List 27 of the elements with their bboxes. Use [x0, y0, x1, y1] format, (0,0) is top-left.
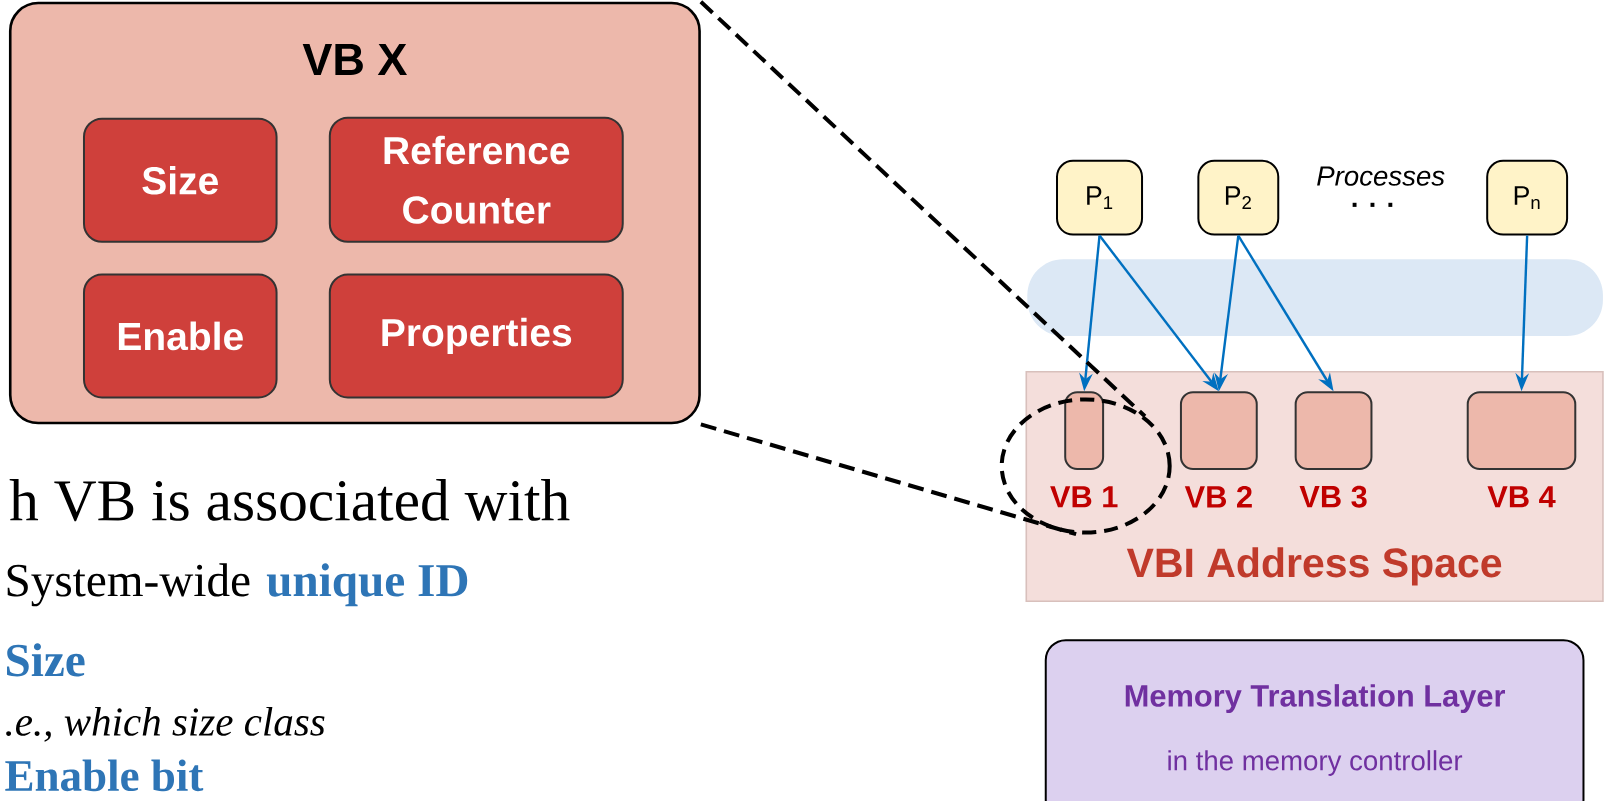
- field-box: Reference Counter: [328, 116, 624, 243]
- bullet-text: unique ID: [266, 563, 468, 607]
- block-label: VB 3: [1299, 485, 1367, 508]
- zoom-line: [699, 0, 1147, 418]
- process-box: P$_{1}$: [1056, 159, 1144, 236]
- field-box: Size: [83, 117, 278, 243]
- zoom-line: [700, 422, 1077, 537]
- dashed-ellipse: [999, 397, 1172, 535]
- block-label: VB 1: [1050, 486, 1118, 508]
- bullet-text: h VB is associated with: [9, 479, 570, 522]
- block-box: [1179, 391, 1258, 471]
- block-box: [1466, 391, 1577, 471]
- block-box: [1294, 391, 1373, 471]
- process-box: P$_{2}$: [1197, 159, 1280, 236]
- bullet-text: Enable bit: [5, 759, 204, 792]
- layer-box: Memory Translation Layer in the memory controller: [1044, 639, 1585, 801]
- block-box: [1064, 391, 1105, 471]
- ellipsis: . . .: [1352, 202, 1393, 207]
- caption: Processes: [1317, 166, 1445, 186]
- field-box: Properties: [328, 273, 624, 399]
- block-label: VB 2: [1184, 486, 1252, 508]
- process-box: P$_{n}$: [1486, 159, 1569, 236]
- bullet-text: Size: [7, 643, 85, 677]
- field-box: Enable: [83, 273, 278, 399]
- bullet-text: .e., which size class: [6, 706, 325, 742]
- block-label: VB 4: [1487, 486, 1556, 508]
- bullet-text: System-wide: [7, 563, 250, 607]
